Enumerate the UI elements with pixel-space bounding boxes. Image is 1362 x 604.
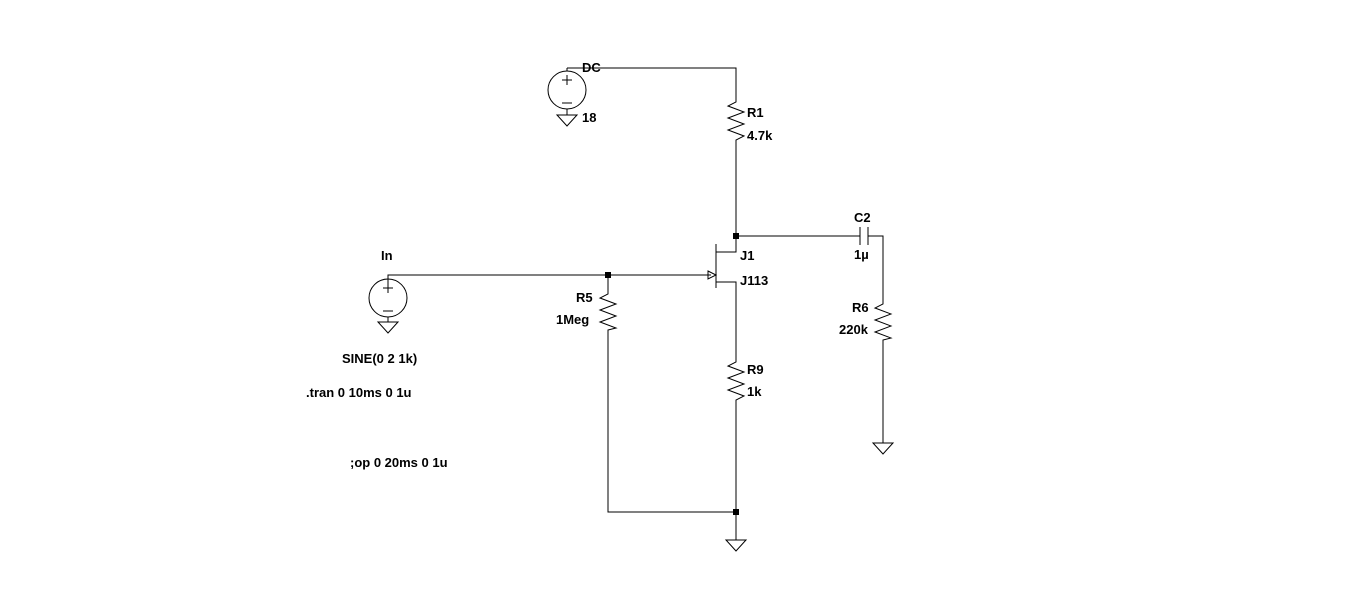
wires bbox=[387, 67, 884, 540]
label-dc-name[interactable]: DC bbox=[582, 60, 601, 75]
label-r9-name[interactable]: R9 bbox=[747, 362, 764, 377]
plus-icon bbox=[562, 75, 572, 85]
wire-c2-to-r6[interactable] bbox=[868, 235, 884, 300]
label-r5-name[interactable]: R5 bbox=[576, 290, 593, 305]
directive-op[interactable]: ;op 0 20ms 0 1u bbox=[350, 455, 448, 470]
label-dc-value[interactable]: 18 bbox=[582, 110, 596, 125]
resistor-r9-icon[interactable] bbox=[726, 358, 746, 402]
ground-icon[interactable] bbox=[871, 442, 895, 455]
wire-r5-to-bottom[interactable] bbox=[607, 332, 736, 513]
voltage-source-in[interactable] bbox=[368, 278, 408, 334]
label-c2-value[interactable]: 1µ bbox=[854, 247, 869, 262]
label-r6-value[interactable]: 220k bbox=[839, 322, 869, 337]
resistor-r5-icon[interactable] bbox=[598, 290, 618, 332]
label-j1-value[interactable]: J113 bbox=[740, 273, 768, 288]
label-r5-value[interactable]: 1Meg bbox=[556, 312, 589, 327]
voltage-source-dc[interactable] bbox=[547, 68, 587, 127]
label-r9-value[interactable]: 1k bbox=[747, 384, 762, 399]
directive-tran[interactable]: .tran 0 10ms 0 1u bbox=[306, 385, 412, 400]
jfet-j1-drain bbox=[716, 236, 737, 253]
ground-icon bbox=[555, 114, 579, 127]
label-r1-name[interactable]: R1 bbox=[747, 105, 764, 120]
capacitor-c2-icon[interactable] bbox=[859, 227, 869, 245]
jfet-j1-source bbox=[716, 281, 737, 290]
junction-bottom bbox=[733, 509, 739, 515]
ground-icon bbox=[376, 321, 400, 334]
wire-in-to-gate[interactable] bbox=[387, 274, 711, 285]
label-r1-value[interactable]: 4.7k bbox=[747, 128, 773, 143]
label-r6-name[interactable]: R6 bbox=[852, 300, 869, 315]
plus-icon bbox=[383, 283, 393, 293]
junction-gate bbox=[605, 272, 611, 278]
ground-icon[interactable] bbox=[724, 539, 748, 552]
label-j1-name[interactable]: J1 bbox=[740, 248, 754, 263]
resistor-r1-icon[interactable] bbox=[726, 98, 746, 142]
jfet-j1-gate-arrow-icon bbox=[707, 270, 718, 280]
wire-dc-to-r1[interactable] bbox=[567, 67, 737, 98]
resistor-r6-icon[interactable] bbox=[873, 300, 893, 342]
label-c2-name[interactable]: C2 bbox=[854, 210, 871, 225]
label-in-name[interactable]: In bbox=[381, 248, 393, 263]
jfet-j1-icon[interactable] bbox=[707, 236, 737, 290]
label-in-value[interactable]: SINE(0 2 1k) bbox=[342, 351, 417, 366]
